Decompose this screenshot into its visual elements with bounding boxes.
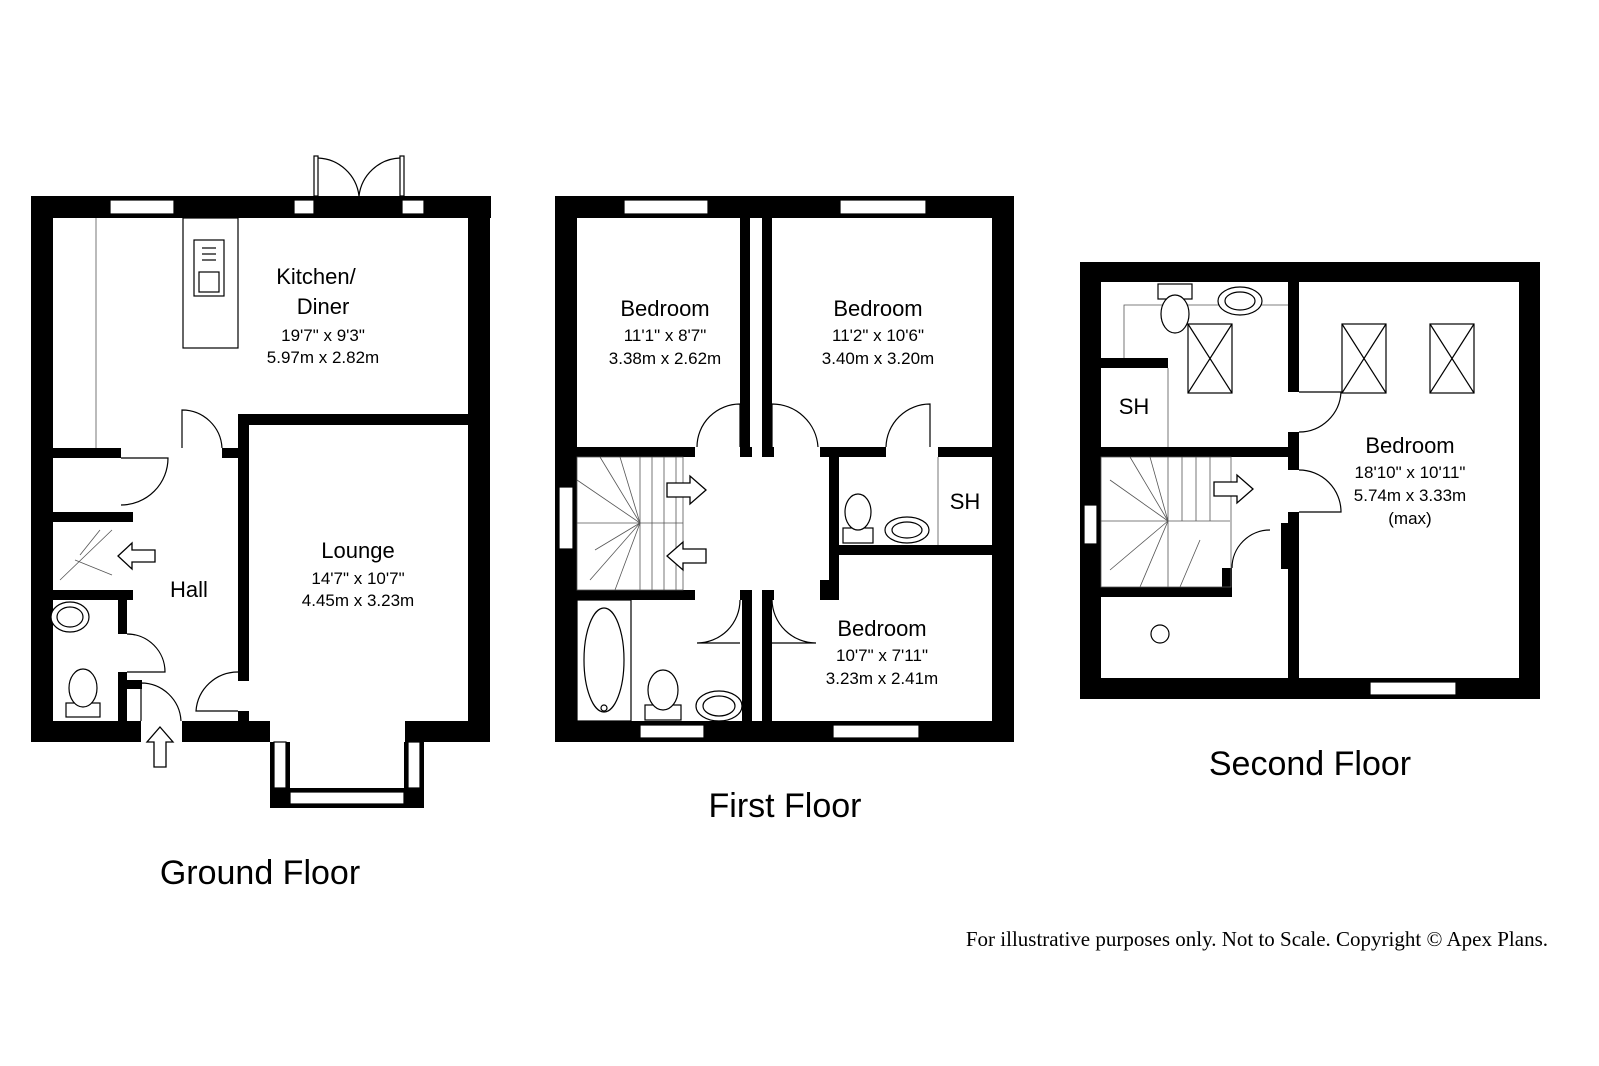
stairs-up-arrow-icon	[666, 474, 707, 506]
staircase	[576, 456, 684, 591]
second-floor-plan: SH Bedroom 18'10" x 10'11" 5.74m x 3.33m…	[1080, 262, 1540, 783]
bedroom-3-window	[832, 724, 920, 739]
lounge-size-metric: 4.45m x 3.23m	[302, 591, 414, 610]
lounge-size-imperial: 14'7" x 10'7"	[311, 569, 404, 588]
bedroom-1-name: Bedroom	[620, 296, 709, 321]
storage-light-icon	[1150, 624, 1170, 644]
bathroom-toilet-icon	[644, 669, 682, 721]
bedroom-skylight-right	[1429, 323, 1475, 394]
kitchen-window	[109, 199, 175, 215]
second-floor-bedroom-size-metric: 5.74m x 3.33m	[1354, 486, 1466, 505]
kitchen-name-line1: Kitchen/	[276, 264, 356, 289]
first-floor-sh-label: SH	[950, 489, 981, 514]
french-doors	[313, 155, 405, 197]
bay-window-front	[289, 791, 405, 805]
kitchen-size-imperial: 19'7" x 9'3"	[281, 326, 365, 345]
bedroom-2-size-imperial: 11'2" x 10'6"	[832, 326, 924, 345]
bedroom-2-window	[839, 199, 927, 215]
stairs-down-arrow-icon	[666, 540, 707, 572]
bedroom-skylight-left	[1341, 323, 1387, 394]
second-floor-stairs-arrow-icon	[1213, 473, 1254, 505]
kitchen-door-side-panel-left	[293, 199, 315, 215]
ensuite-washbasin-icon	[884, 516, 930, 544]
second-floor-toilet-icon	[1157, 283, 1193, 334]
copyright-notice: For illustrative purposes only. Not to S…	[966, 927, 1548, 951]
bedroom-2-name: Bedroom	[833, 296, 922, 321]
second-floor-staircase	[1100, 456, 1232, 588]
first-floor-walls	[555, 196, 1014, 742]
stairs-window	[558, 486, 574, 550]
second-floor-stairs-window	[1083, 504, 1098, 545]
bedroom-1-size-imperial: 11'1" x 8'7"	[624, 326, 707, 345]
second-floor-sh-label: SH	[1119, 394, 1150, 419]
under-stairs-cupboard	[59, 529, 113, 581]
bathtub-icon	[576, 599, 632, 722]
bedroom-3-name: Bedroom	[837, 616, 926, 641]
first-floor-plan: Bedroom 11'1" x 8'7" 3.38m x 2.62m Bedro…	[555, 196, 1014, 825]
first-floor-doors	[696, 403, 931, 644]
kitchen-size-metric: 5.97m x 2.82m	[267, 348, 379, 367]
bay-window-left	[273, 741, 287, 789]
second-floor-bedroom-note: (max)	[1388, 509, 1431, 528]
bay-window-right	[407, 741, 421, 789]
bedroom-2-size-metric: 3.40m x 3.20m	[822, 349, 934, 368]
lounge-name: Lounge	[321, 538, 394, 563]
second-floor-doors	[1231, 391, 1342, 569]
kitchen-door-side-panel-right	[401, 199, 425, 215]
hall-name: Hall	[170, 577, 208, 602]
bedroom-3-size-metric: 3.23m x 2.41m	[826, 669, 938, 688]
ground-floor-plan: Kitchen/ Diner 19'7" x 9'3" 5.97m x 2.82…	[31, 155, 491, 892]
ground-floor-doors	[120, 409, 239, 722]
sink-icon	[193, 239, 225, 297]
stairs-arrow-icon	[117, 541, 156, 571]
second-floor-washbasin-icon	[1217, 286, 1263, 316]
kitchen-name-line2: Diner	[297, 294, 350, 319]
bedroom-3-size-imperial: 10'7" x 7'11"	[836, 646, 928, 665]
bathroom-window	[639, 724, 705, 739]
ensuite-toilet-icon	[842, 493, 874, 544]
ground-floor-title: Ground Floor	[160, 854, 360, 892]
bathroom-skylight	[1187, 323, 1233, 394]
entrance-arrow-icon	[145, 726, 175, 768]
bathroom-washbasin-icon	[695, 690, 743, 722]
second-floor-title: Second Floor	[1209, 745, 1411, 783]
first-floor-title: First Floor	[709, 787, 862, 825]
bedroom-1-window	[623, 199, 709, 215]
second-floor-bedroom-size-imperial: 18'10" x 10'11"	[1355, 463, 1466, 482]
second-floor-bedroom-name: Bedroom	[1365, 433, 1454, 458]
bedroom-1-size-metric: 3.38m x 2.62m	[609, 349, 721, 368]
second-floor-bedroom-window	[1369, 681, 1457, 696]
toilet-icon	[65, 668, 101, 718]
washbasin-icon	[50, 601, 90, 633]
